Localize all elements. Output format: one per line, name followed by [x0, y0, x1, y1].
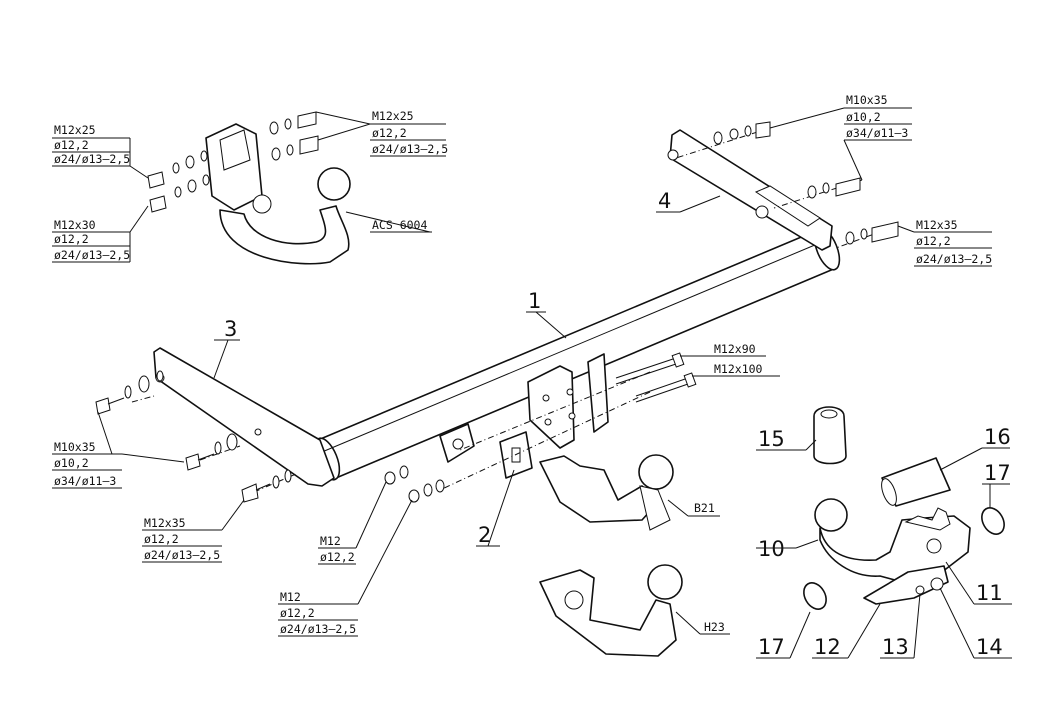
label-acs: ACS 6004 [372, 218, 427, 232]
part-number-13: 13 [882, 635, 909, 659]
label-l2-washer: ø12,2 [144, 532, 179, 546]
part-number-11: 11 [976, 581, 1003, 605]
label-m12b-washer: ø12,2 [280, 606, 315, 620]
label-tl2-bolt: M12x30 [54, 218, 96, 232]
right-side-bracket [667, 129, 833, 251]
part-number-2: 2 [478, 523, 491, 547]
label-tl2-spring: ø24/ø13–2,5 [54, 248, 130, 262]
fasteners-left [95, 370, 292, 503]
part-number-3: 3 [224, 317, 237, 341]
label-m12a-washer: ø12,2 [320, 550, 355, 564]
label-m12x100: M12x100 [714, 362, 763, 376]
center-nuts [384, 465, 445, 503]
part-number-15: 15 [758, 427, 785, 451]
label-r2-bolt: M12x35 [916, 218, 958, 232]
ball-sleeve [881, 457, 951, 507]
label-r2-washer: ø12,2 [916, 234, 951, 248]
h23-towball [539, 564, 683, 657]
long-bolts [615, 352, 697, 403]
label-l2-spring: ø24/ø13–2,5 [144, 548, 220, 562]
label-tr1-bolt: M12x25 [372, 109, 414, 123]
part-number-17-right: 17 [984, 461, 1011, 485]
label-l2-bolt: M12x35 [144, 516, 186, 530]
part-number-10: 10 [758, 537, 785, 561]
part-number-1: 1 [528, 289, 541, 313]
label-l1-spring: ø34/ø11–3 [54, 474, 116, 488]
label-r1-spring: ø34/ø11–3 [846, 126, 908, 140]
label-h23: H23 [704, 620, 725, 634]
label-m12a-nut: M12 [320, 534, 341, 548]
part-number-14: 14 [976, 635, 1003, 659]
label-l1-bolt: M10x35 [54, 440, 96, 454]
socket-cover [813, 406, 847, 465]
label-b21: B21 [694, 501, 715, 515]
label-m12b-spring: ø24/ø13–2,5 [280, 622, 356, 636]
label-tl1-washer: ø12,2 [54, 138, 89, 152]
cap-right [981, 507, 1005, 535]
part-number-12: 12 [814, 635, 841, 659]
acs-detachable-assembly [147, 111, 351, 265]
cap-left [803, 582, 827, 610]
label-tr1-washer: ø12,2 [372, 126, 407, 140]
label-m12b-nut: M12 [280, 590, 301, 604]
label-tr1-spring: ø24/ø13–2,5 [372, 142, 448, 156]
label-tl1-bolt: M12x25 [54, 123, 96, 137]
label-r1-bolt: M10x35 [846, 93, 888, 107]
label-r2-spring: ø24/ø13–2,5 [916, 252, 992, 266]
part-number-16: 16 [984, 425, 1011, 449]
label-l1-washer: ø10,2 [54, 456, 89, 470]
detachable-ball-head [814, 498, 971, 605]
label-r1-washer: ø10,2 [846, 110, 881, 124]
fasteners-right [713, 121, 899, 245]
label-tl2-washer: ø12,2 [54, 232, 89, 246]
b21-towball [539, 454, 674, 531]
part-number-17-left: 17 [758, 635, 785, 659]
label-tl1-spring: ø24/ø13–2,5 [54, 152, 130, 166]
left-side-bracket [153, 347, 335, 487]
label-m12x90: M12x90 [714, 342, 756, 356]
part-number-4: 4 [658, 189, 671, 213]
